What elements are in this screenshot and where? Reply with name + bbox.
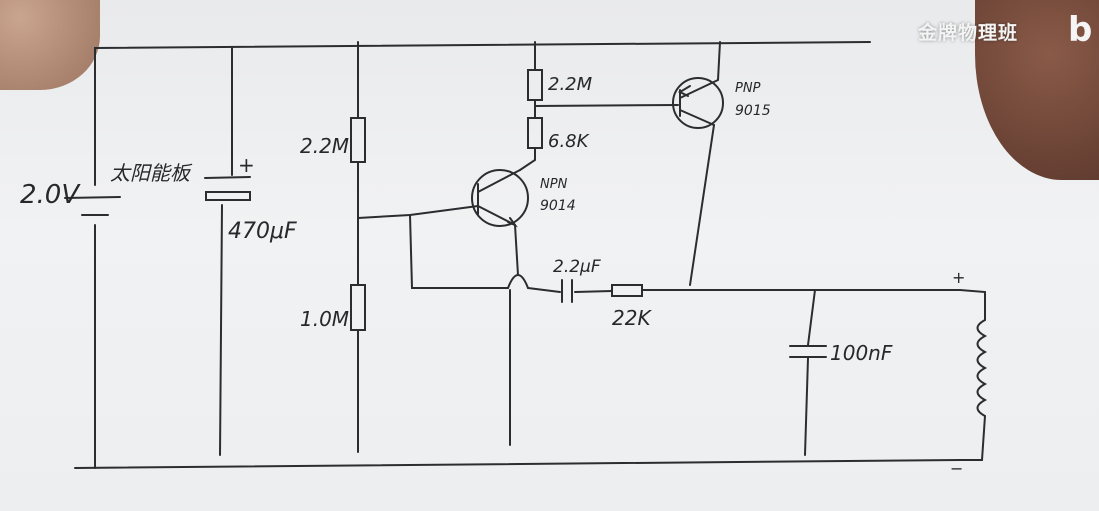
watermark-text: 金牌物理班 xyxy=(918,22,1019,44)
output-plus: + xyxy=(952,268,965,287)
watermark-logo: b xyxy=(1068,10,1093,50)
cap470-plate-neg xyxy=(205,191,251,201)
pnp-base-wire xyxy=(534,104,679,107)
feedback-cap-label: 2.2μF xyxy=(553,257,601,277)
top-rail xyxy=(94,41,871,76)
bottom-rail xyxy=(74,459,961,469)
battery-voltage: 2.0V xyxy=(20,180,81,210)
output-cap-label: 100nF xyxy=(830,341,893,365)
collector-r2-label: 6.8K xyxy=(548,131,590,152)
pnp-wire xyxy=(689,41,721,286)
collector-r1-label: 2.2M xyxy=(548,74,593,95)
res22k xyxy=(611,284,643,297)
battery-plate-long xyxy=(64,196,121,199)
collector-wire xyxy=(519,41,536,171)
base-wire xyxy=(357,205,479,219)
pnp-model: 9015 xyxy=(735,103,771,119)
cap100-wire xyxy=(804,289,816,456)
battery-label: 太阳能板 xyxy=(110,161,193,185)
inductor xyxy=(959,289,988,461)
npn-model: 9014 xyxy=(540,198,576,214)
divider-top-label: 2.2M xyxy=(300,134,349,158)
cap470-polarity: + xyxy=(238,153,255,177)
feedback-wire xyxy=(409,214,961,293)
feedback-res-label: 22K xyxy=(612,306,652,330)
cap470-plate xyxy=(204,176,251,179)
pnp-type: PNP xyxy=(735,81,761,96)
npn-transistor xyxy=(471,169,529,227)
collector-r1 xyxy=(527,69,543,101)
divider-bottom-resistor xyxy=(350,284,366,331)
collector-r2 xyxy=(527,117,543,149)
output-minus: − xyxy=(950,459,963,478)
cap470-wire xyxy=(219,47,233,456)
npn-symbol xyxy=(477,169,521,228)
wire-hop xyxy=(507,274,529,289)
divider-top-resistor xyxy=(350,117,366,163)
divider-bottom-label: 1.0M xyxy=(300,307,349,331)
emitter-wire xyxy=(509,224,519,446)
pnp-transistor xyxy=(672,77,724,129)
pnp-symbol xyxy=(677,79,719,126)
npn-type: NPN xyxy=(540,177,568,192)
cap470-value: 470μF xyxy=(228,219,297,244)
